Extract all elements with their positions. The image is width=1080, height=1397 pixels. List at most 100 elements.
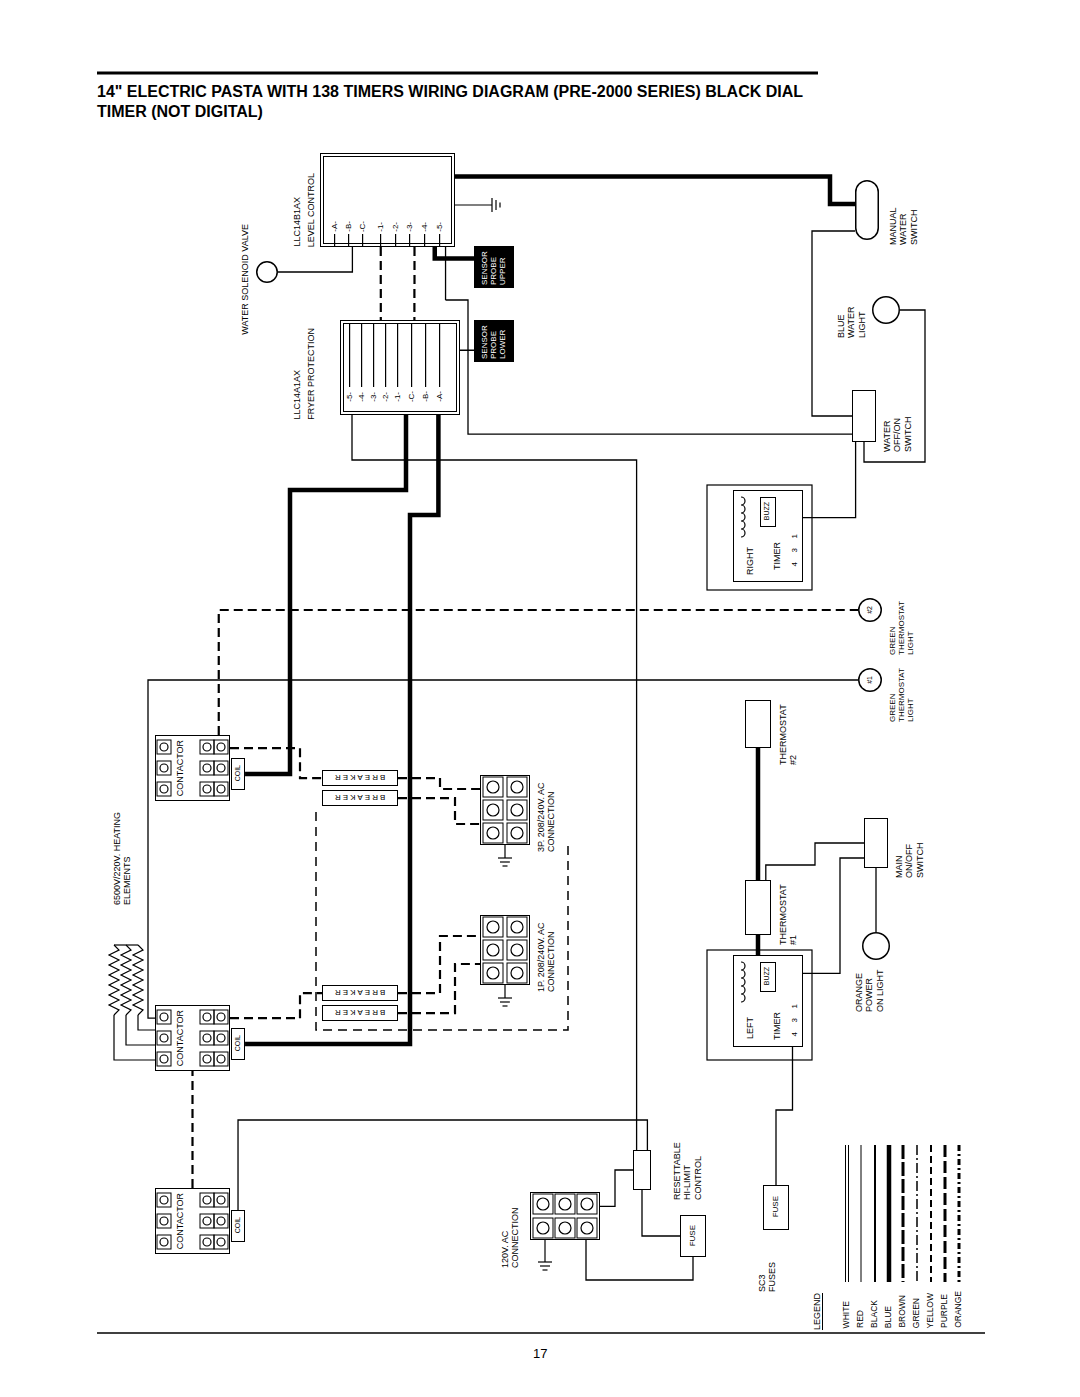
node-label: ORANGE POWER ON LIGHT (854, 968, 885, 1012)
indicator-light: ORANGE POWER ON LIGHT (862, 932, 890, 960)
legend-heading: LEGEND (812, 1293, 822, 1330)
contactor-terminal (200, 1010, 214, 1024)
node-text: BREAKER (333, 773, 385, 782)
terminal-screw (581, 1222, 593, 1234)
component-label: 6500V/220V. HEATING ELEMENTS (112, 805, 133, 905)
legend-line (902, 1145, 905, 1282)
terminal-screw (217, 743, 225, 751)
ground-symbol (499, 203, 500, 208)
wire (230, 748, 322, 778)
lamp-circle (859, 669, 882, 692)
ground-symbol (500, 1001, 510, 1002)
contactor-terminal (200, 1052, 214, 1066)
contactor-terminal (214, 761, 228, 775)
terminal-screw (160, 764, 168, 772)
pin-stub (349, 324, 350, 387)
indicator-light: BLUE WATER LIGHT (872, 296, 900, 324)
node-text: BUZZ (763, 502, 771, 520)
contactor-terminal (157, 1235, 171, 1249)
wire (245, 415, 406, 774)
heating-element (121, 945, 131, 1015)
wire (230, 993, 322, 1018)
legend-sample (945, 1145, 946, 1282)
contactor-terminal (214, 1052, 228, 1066)
node-label: LLC14B1AX (292, 197, 302, 247)
terminal-screw (559, 1198, 571, 1210)
thermostat-box: THERMOSTAT #1 (745, 880, 771, 935)
block-terminal (555, 1194, 575, 1214)
coil-box: COIL (231, 1028, 245, 1060)
node-label: LEVEL CONTROL (306, 173, 316, 247)
node-text: BREAKER (333, 1008, 385, 1017)
legend-line (944, 1145, 947, 1282)
ground-wire (504, 845, 505, 858)
block-terminal (533, 1218, 553, 1238)
wire (191, 1071, 193, 1188)
fuse-holder: FUSE (680, 1215, 706, 1257)
legend-sample (861, 1145, 862, 1282)
block-terminal (577, 1194, 597, 1214)
contactor-terminal (214, 740, 228, 754)
legend-sample (903, 1145, 904, 1282)
terminal-screw (160, 743, 168, 751)
hi-limit-control: RESETTABLE HI-LIMIT CONTROL (633, 1150, 651, 1190)
legend-sample (889, 1145, 890, 1282)
block-terminal (555, 1218, 575, 1238)
block-terminal (507, 963, 527, 983)
pin-label: -B- (344, 221, 353, 232)
block-terminal (577, 1218, 597, 1238)
terminal-screw (537, 1222, 549, 1234)
node-text: #2 (866, 606, 874, 614)
terminal-screw (217, 1217, 225, 1225)
contactor-terminal (214, 1214, 228, 1228)
contactor-terminal (214, 1031, 228, 1045)
wire (864, 310, 925, 462)
terminal-screw (217, 1196, 225, 1204)
block-terminal (483, 777, 503, 797)
indicator-light: #2GREEN THERMOSTAT LIGHT (858, 598, 882, 622)
block-terminal (483, 917, 503, 937)
node-text: FUSE (688, 1225, 697, 1246)
wire (803, 442, 856, 518)
pin-label: -1- (376, 222, 385, 232)
node-label: THERMOSTAT #2 (778, 695, 799, 765)
page-number: 17 (533, 1347, 547, 1362)
node-text: BREAKER (333, 988, 385, 997)
terminal-screw (487, 944, 499, 956)
block-terminal (507, 940, 527, 960)
buzzer-box: BUZZ (760, 497, 776, 527)
terminal-screw (217, 1034, 225, 1042)
dashed-wire (316, 812, 568, 1030)
solenoid-valve: WATER SOLENOID VALVE (256, 261, 278, 283)
heating-element-wire (138, 1015, 155, 1030)
heating-element (109, 945, 119, 1015)
terminal-screw (203, 1034, 211, 1042)
wire (776, 1047, 793, 1185)
pin-stub (439, 324, 440, 387)
contactor-terminal (157, 1031, 171, 1045)
footer-rule (97, 1332, 985, 1334)
terminal-screw (511, 967, 523, 979)
pin-label: -5- (345, 392, 354, 402)
node-label: GREEN THERMOSTAT LIGHT (888, 595, 916, 655)
node-label: WATER OFF/ON SWITCH (882, 390, 913, 452)
node-label: 1P. 208/240V. AC CONNECTION (536, 910, 557, 992)
wire (398, 778, 480, 789)
terminal-screw (203, 764, 211, 772)
terminal-screw (217, 1238, 225, 1246)
ground-symbol (503, 1005, 508, 1006)
pin-label: -4- (357, 392, 366, 402)
pin-label: -1- (393, 392, 402, 402)
heating-element-bus (114, 944, 138, 945)
terminal-screw (160, 1013, 168, 1021)
block-terminal (507, 823, 527, 843)
node-label: LEFT (745, 1017, 755, 1039)
lamp-circle (873, 297, 900, 324)
node-text: SENSOR PROBE UPPER (480, 249, 508, 285)
page-title: 14" ELECTRIC PASTA WITH 138 TIMERS WIRIN… (97, 82, 822, 122)
wire (875, 868, 876, 932)
pin-label: -2- (391, 222, 400, 232)
node-label: 3P. 208/240V. AC CONNECTION (536, 770, 557, 852)
legend-text: BLUE (884, 1306, 894, 1328)
terminal-screw (217, 1013, 225, 1021)
